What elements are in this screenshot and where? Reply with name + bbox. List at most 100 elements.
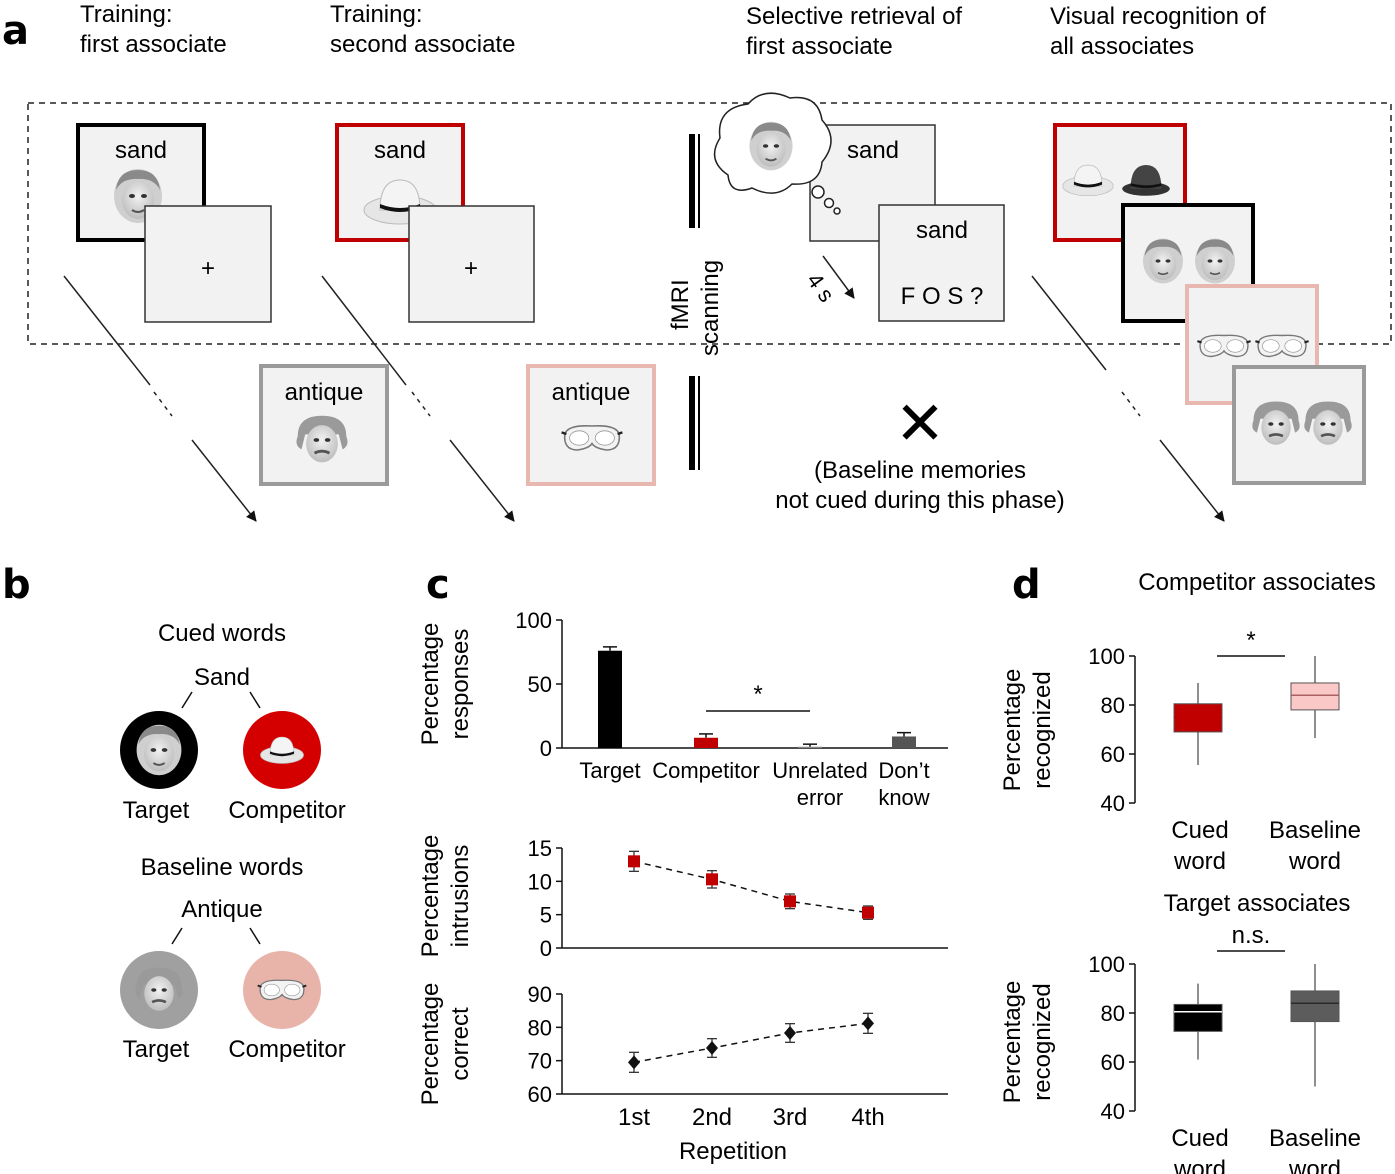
baseline-word: Antique xyxy=(181,896,262,923)
marilyn-face-icon xyxy=(135,723,183,777)
y-tick-label: 100 xyxy=(1088,952,1125,977)
scanner-bar xyxy=(698,134,700,228)
y-tick-label: 80 xyxy=(1101,693,1125,718)
y-tick-label: 40 xyxy=(1101,1099,1125,1124)
scanner-label-line1: fMRI xyxy=(667,279,694,330)
competitor-label: Competitor xyxy=(228,797,345,824)
x-tick-label: Unrelated xyxy=(772,758,867,783)
fixation-card xyxy=(144,205,272,323)
connector-line xyxy=(171,927,183,945)
bar xyxy=(892,736,916,748)
scanner-bar xyxy=(689,376,695,470)
y-axis-label: Percentage xyxy=(417,983,444,1106)
timeline-ellipsis xyxy=(411,391,431,417)
fixation-cross: + xyxy=(464,255,478,282)
significance-label: * xyxy=(753,681,762,708)
y-tick-label: 0 xyxy=(540,736,552,761)
timeline-line xyxy=(63,275,151,386)
y-axis-label: Percentage xyxy=(999,669,1026,792)
x-tick-label: 4th xyxy=(851,1104,884,1131)
timeline-ellipsis xyxy=(153,391,173,417)
scanner-label-line2: scanning xyxy=(697,260,724,356)
bar xyxy=(798,746,822,748)
chart-d-competitor: Competitor associates406080100Percentage… xyxy=(999,569,1376,875)
phase1-title-line1: Training: xyxy=(80,1,172,28)
timeline-line xyxy=(1031,275,1107,371)
timeline-line xyxy=(321,275,407,386)
duration-label: 4 s xyxy=(802,268,839,306)
data-point xyxy=(862,1016,874,1031)
cue-word: sand xyxy=(374,137,426,164)
x-tick-label: Don’t xyxy=(878,758,929,783)
phase3-title-line2: first associate xyxy=(746,33,893,60)
word-stem: F O S ? xyxy=(901,283,984,310)
stem-completion-card xyxy=(878,204,1005,322)
data-point xyxy=(628,1055,640,1070)
cued-words-title: Cued words xyxy=(158,620,286,647)
x-tick-label: word xyxy=(1288,1156,1341,1174)
timeline-arrow xyxy=(449,439,515,522)
marilyn-face-icon xyxy=(1194,237,1236,285)
significance-label: * xyxy=(1246,627,1255,654)
x-tick-label: Baseline xyxy=(1269,817,1361,844)
marilyn-face-icon xyxy=(748,120,794,172)
duration-arrow xyxy=(822,255,855,299)
x-tick-label: Competitor xyxy=(652,758,760,783)
y-tick-label: 100 xyxy=(1088,644,1125,669)
baseline-note-line1: (Baseline memories xyxy=(814,457,1026,484)
y-tick-label: 0 xyxy=(540,936,552,961)
baseline-words-title: Baseline words xyxy=(141,854,304,881)
data-point xyxy=(706,1041,718,1055)
x-tick-label: 2nd xyxy=(692,1104,732,1131)
y-tick-label: 5 xyxy=(540,903,552,928)
data-point xyxy=(784,895,796,908)
y-axis-label: correct xyxy=(447,1007,474,1081)
y-axis-label: recognized xyxy=(1029,983,1056,1100)
x-tick-label: Cued xyxy=(1171,1125,1228,1152)
x-tick-label: Cued xyxy=(1171,817,1228,844)
y-tick-label: 80 xyxy=(1101,1001,1125,1026)
scanner-bar xyxy=(689,134,695,228)
y-tick-label: 10 xyxy=(528,869,552,894)
y-axis-label: intrusions xyxy=(447,845,474,948)
cue-word: sand xyxy=(847,137,899,164)
y-tick-label: 70 xyxy=(528,1049,552,1074)
y-tick-label: 80 xyxy=(528,1015,552,1040)
connector-line xyxy=(249,927,261,945)
y-axis-label: Percentage xyxy=(417,623,444,746)
data-point xyxy=(706,873,718,886)
x-mark-icon: ✕ xyxy=(895,390,945,457)
panel-b: Cued words Sand Target Competitor Baseli… xyxy=(120,620,346,1063)
panel-label-c: c xyxy=(426,562,450,608)
panel-label-b: b xyxy=(2,562,31,608)
y-axis-label: recognized xyxy=(1029,671,1056,788)
y-tick-label: 60 xyxy=(1101,1050,1125,1075)
marilyn-face-icon xyxy=(1142,237,1184,285)
x-tick-label: word xyxy=(1173,1156,1226,1174)
y-tick-label: 60 xyxy=(528,1082,552,1107)
phase2-title-line1: Training: xyxy=(330,1,422,28)
panel-label-a: a xyxy=(2,8,29,54)
scanner-bar xyxy=(698,376,700,470)
x-tick-label: know xyxy=(878,785,929,810)
bar xyxy=(694,737,718,748)
x-tick-label: error xyxy=(797,785,843,810)
fixation-card xyxy=(408,205,535,323)
y-tick-label: 90 xyxy=(528,982,552,1007)
x-axis-label: Repetition xyxy=(679,1138,787,1165)
y-tick-label: 15 xyxy=(528,836,552,861)
series-line xyxy=(633,1022,869,1064)
x-tick-label: Baseline xyxy=(1269,1125,1361,1152)
y-tick-label: 40 xyxy=(1101,791,1125,816)
y-axis-label: Percentage xyxy=(999,981,1026,1104)
y-tick-label: 100 xyxy=(515,608,552,633)
box xyxy=(1290,990,1340,1023)
bar xyxy=(598,650,622,748)
timeline-arrow xyxy=(1159,439,1225,522)
trial-card-baseline-competitor xyxy=(526,364,656,486)
panel-label-d: d xyxy=(1012,562,1041,608)
